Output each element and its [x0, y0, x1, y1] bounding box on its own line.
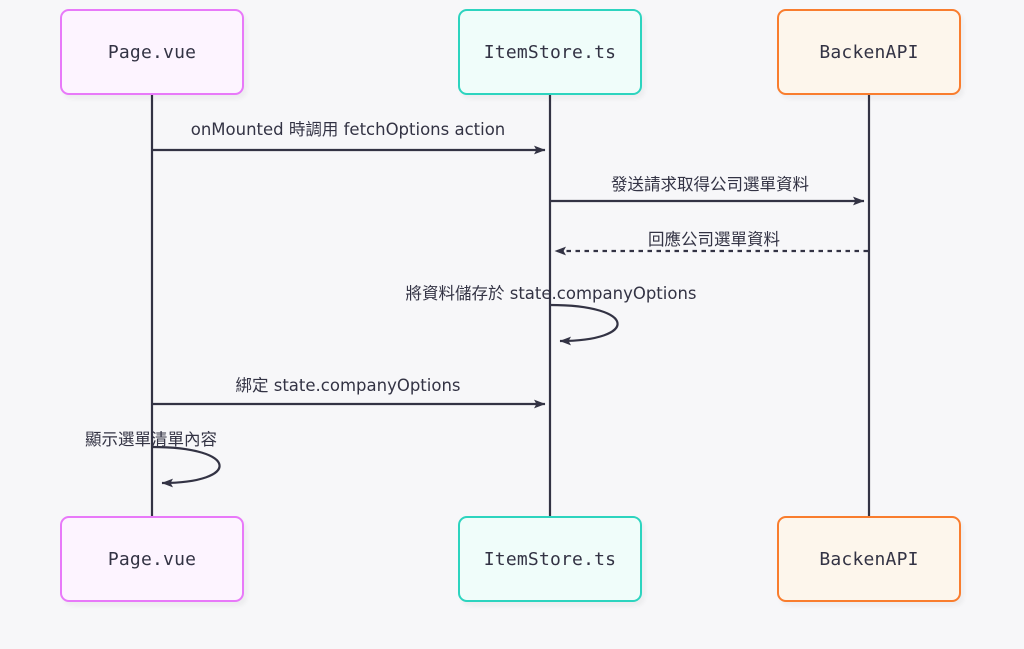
message-label-msg-3: 回應公司選單資料	[648, 230, 780, 249]
message-label-msg-5: 綁定 state.companyOptions	[235, 376, 461, 395]
message-label-msg-2: 發送請求取得公司選單資料	[611, 175, 809, 194]
participant-label-api: BackenAPI	[819, 548, 919, 570]
messages-group	[151, 145, 868, 488]
participant-box-api-top[interactable]: BackenAPI	[777, 9, 961, 95]
participant-label-page: Page.vue	[107, 41, 197, 63]
participant-box-api-bottom[interactable]: BackenAPI	[777, 516, 961, 602]
message-arrow-msg-4	[549, 303, 619, 346]
participant-box-store-top[interactable]: ItemStore.ts	[458, 9, 642, 95]
message-label-msg-4: 將資料儲存於 state.companyOptions	[405, 284, 697, 303]
message-arrow-msg-6	[151, 445, 221, 488]
participant-box-page-top[interactable]: Page.vue	[60, 9, 244, 95]
participant-label-store: ItemStore.ts	[483, 548, 617, 570]
participant-label-api: BackenAPI	[819, 41, 919, 63]
participant-box-store-bottom[interactable]: ItemStore.ts	[458, 516, 642, 602]
message-label-msg-6: 顯示選單清單內容	[85, 430, 217, 449]
participant-label-store: ItemStore.ts	[483, 41, 617, 63]
participant-box-page-bottom[interactable]: Page.vue	[60, 516, 244, 602]
message-label-msg-1: onMounted 時調用 fetchOptions action	[190, 120, 506, 139]
participant-label-page: Page.vue	[107, 548, 197, 570]
lifelines-group	[150, 95, 871, 516]
